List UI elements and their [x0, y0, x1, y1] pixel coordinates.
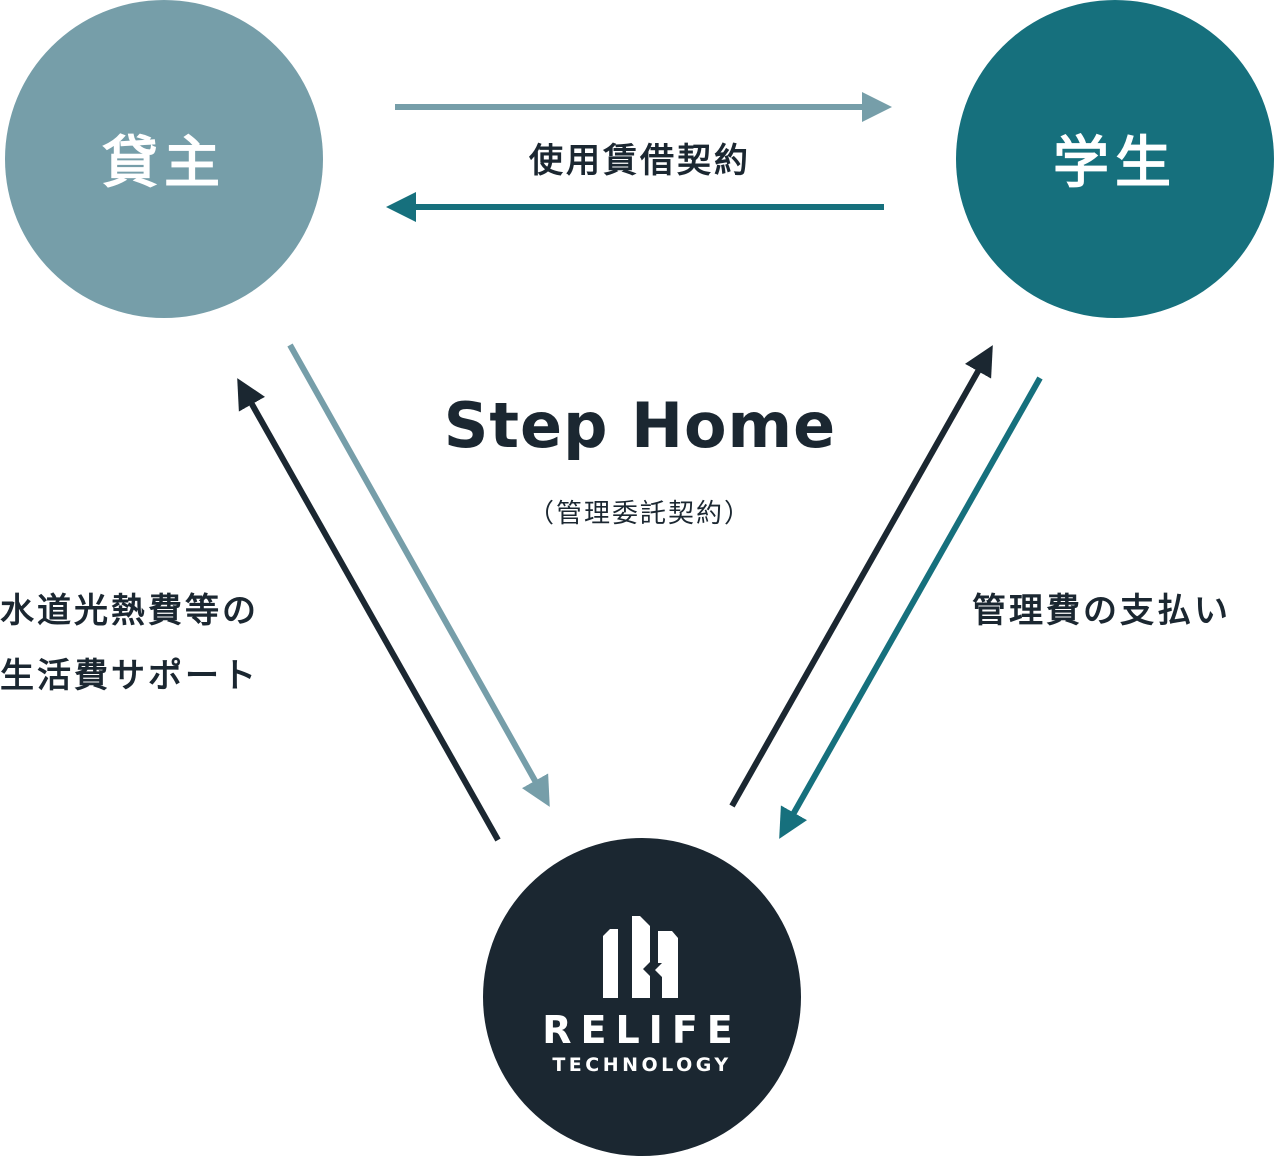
landlord-label: 貸主 — [102, 131, 226, 196]
fee-label: 管理費の支払い — [972, 591, 1231, 631]
relife-logo-icon — [603, 916, 678, 998]
student-node: 学生 — [956, 0, 1274, 318]
arrow-landlord-to-relife — [287, 343, 550, 807]
support-label-line1: 水道光熱費等の — [0, 591, 259, 631]
center-title: Step Home — [444, 389, 836, 462]
lease-label: 使用賃借契約 — [528, 141, 751, 181]
arrow-relife-to-landlord — [237, 378, 501, 842]
landlord-node: 貸主 — [5, 0, 323, 318]
relife-node: RELIFE TECHNOLOGY — [483, 838, 801, 1156]
support-label-line2: 生活費サポート — [0, 656, 259, 696]
logo-name: RELIFE — [542, 1008, 742, 1052]
arrow-relife-to-student — [729, 345, 993, 808]
student-label: 学生 — [1053, 131, 1177, 196]
logo-sub: TECHNOLOGY — [552, 1054, 731, 1076]
center-subtitle: （管理委託契約） — [528, 499, 752, 529]
arrow-student-to-relife — [779, 376, 1043, 839]
